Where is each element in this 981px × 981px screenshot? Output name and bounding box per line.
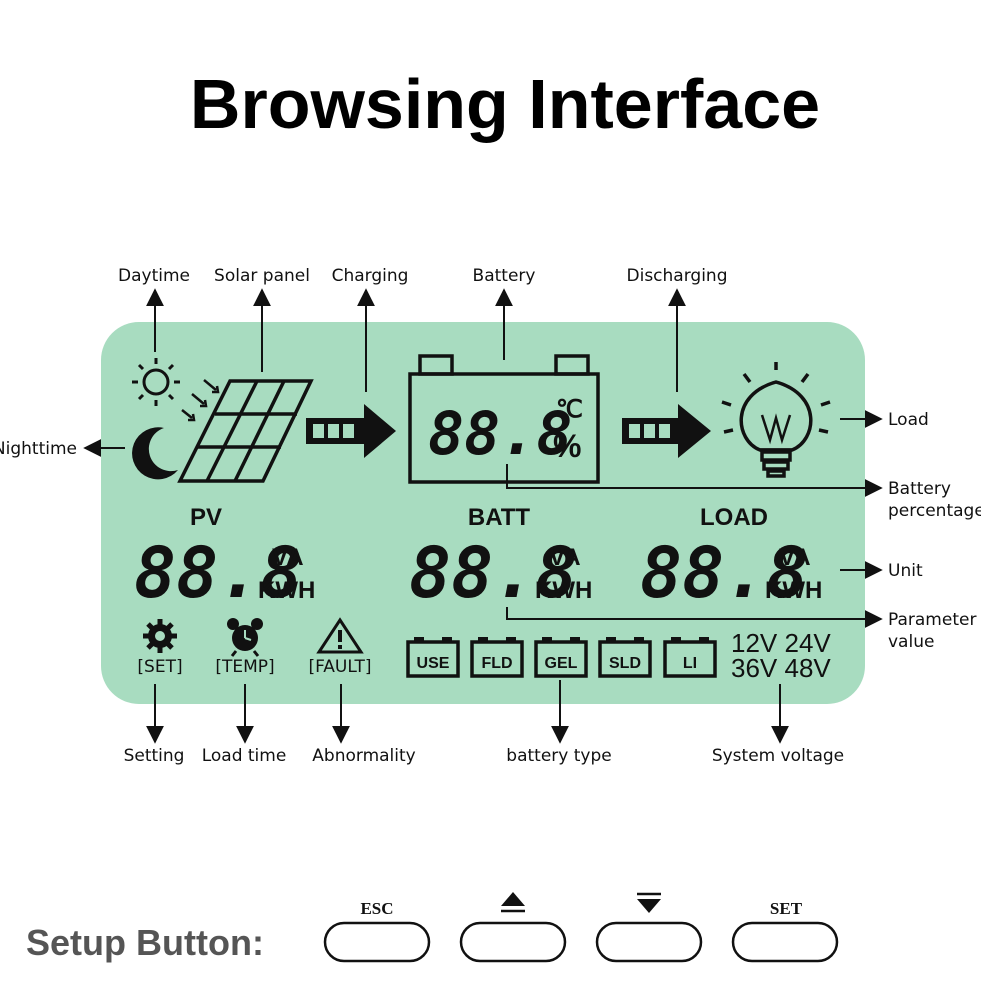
battery-type-sld: SLD xyxy=(598,637,652,678)
callout-lines xyxy=(83,288,883,744)
pv-unit-va: VA xyxy=(272,544,304,571)
battery-type-li: LI xyxy=(663,637,717,678)
svg-text:GEL: GEL xyxy=(545,655,578,672)
pv-value: 88.8 xyxy=(134,532,303,614)
label-battery: Battery xyxy=(473,266,536,286)
svg-text:LI: LI xyxy=(683,655,697,672)
down-button[interactable] xyxy=(595,892,703,963)
load-label: LOAD xyxy=(700,504,768,531)
discharging-arrow-icon xyxy=(622,404,711,458)
sun-icon xyxy=(132,358,180,406)
page-title: Browsing Interface xyxy=(190,65,820,143)
label-load-time: Load time xyxy=(202,746,287,766)
set-button-caption: SET xyxy=(770,899,803,918)
label-system-voltage: System voltage xyxy=(712,746,844,766)
set-button[interactable]: SET xyxy=(731,899,839,963)
battery-type-gel: GEL xyxy=(534,637,588,678)
alarm-clock-icon xyxy=(227,618,263,657)
label-battery-percentage-1: Battery xyxy=(888,479,951,499)
down-triangle-icon xyxy=(637,899,661,913)
setup-button-label: Setup Button: xyxy=(26,922,264,963)
esc-button-caption: ESC xyxy=(360,899,393,918)
moon-icon xyxy=(132,427,178,480)
esc-button[interactable]: ESC xyxy=(323,899,431,963)
lightbulb-icon xyxy=(721,362,831,478)
set-indicator: [SET] xyxy=(137,657,182,677)
label-battery-percentage-2: percentage xyxy=(888,501,981,521)
celsius-symbol: ℃ xyxy=(556,396,583,423)
svg-text:USE: USE xyxy=(417,655,450,672)
battery-icon xyxy=(408,354,600,484)
solar-panel-icon xyxy=(177,379,314,483)
battery-type-use: USE xyxy=(406,637,460,678)
load-unit-va: VA xyxy=(779,544,811,571)
percent-symbol: % xyxy=(553,428,581,464)
label-daytime: Daytime xyxy=(118,266,190,286)
label-nighttime: Nighttime xyxy=(0,439,77,459)
up-triangle-icon xyxy=(501,892,525,906)
label-discharging: Discharging xyxy=(627,266,728,286)
batt-label: BATT xyxy=(468,504,531,531)
temp-indicator: [TEMP] xyxy=(215,657,274,677)
load-value: 88.8 xyxy=(640,532,809,614)
pv-label: PV xyxy=(190,504,222,531)
voltage-row-1: 12V 24V xyxy=(731,628,831,658)
label-setting: Setting xyxy=(124,746,185,766)
label-load: Load xyxy=(888,410,929,430)
up-button[interactable] xyxy=(459,892,567,963)
gear-icon xyxy=(143,619,177,653)
label-unit: Unit xyxy=(888,561,923,581)
pv-unit-kwh: KWH xyxy=(258,577,315,604)
sunlight-arrows-icon xyxy=(181,379,220,422)
battery-percentage-value: 88.8 xyxy=(428,399,573,469)
fault-indicator: [FAULT] xyxy=(308,657,371,677)
warning-icon xyxy=(316,617,364,654)
load-unit-kwh: KWH xyxy=(765,577,822,604)
batt-unit-kwh: KWH xyxy=(535,577,592,604)
batt-value: 88.8 xyxy=(409,532,578,614)
label-parameter-value-1: Parameter xyxy=(888,610,976,630)
label-solar-panel: Solar panel xyxy=(214,266,310,286)
label-charging: Charging xyxy=(332,266,409,286)
battery-type-fld: FLD xyxy=(470,637,524,678)
svg-text:FLD: FLD xyxy=(481,655,512,672)
voltage-row-2: 36V 48V xyxy=(731,653,831,683)
batt-unit-va: VA xyxy=(549,544,581,571)
svg-text:SLD: SLD xyxy=(609,655,641,672)
label-parameter-value-2: value xyxy=(888,632,934,652)
charging-arrow-icon xyxy=(306,404,396,458)
label-battery-type: battery type xyxy=(506,746,611,766)
label-abnormality: Abnormality xyxy=(312,746,415,766)
